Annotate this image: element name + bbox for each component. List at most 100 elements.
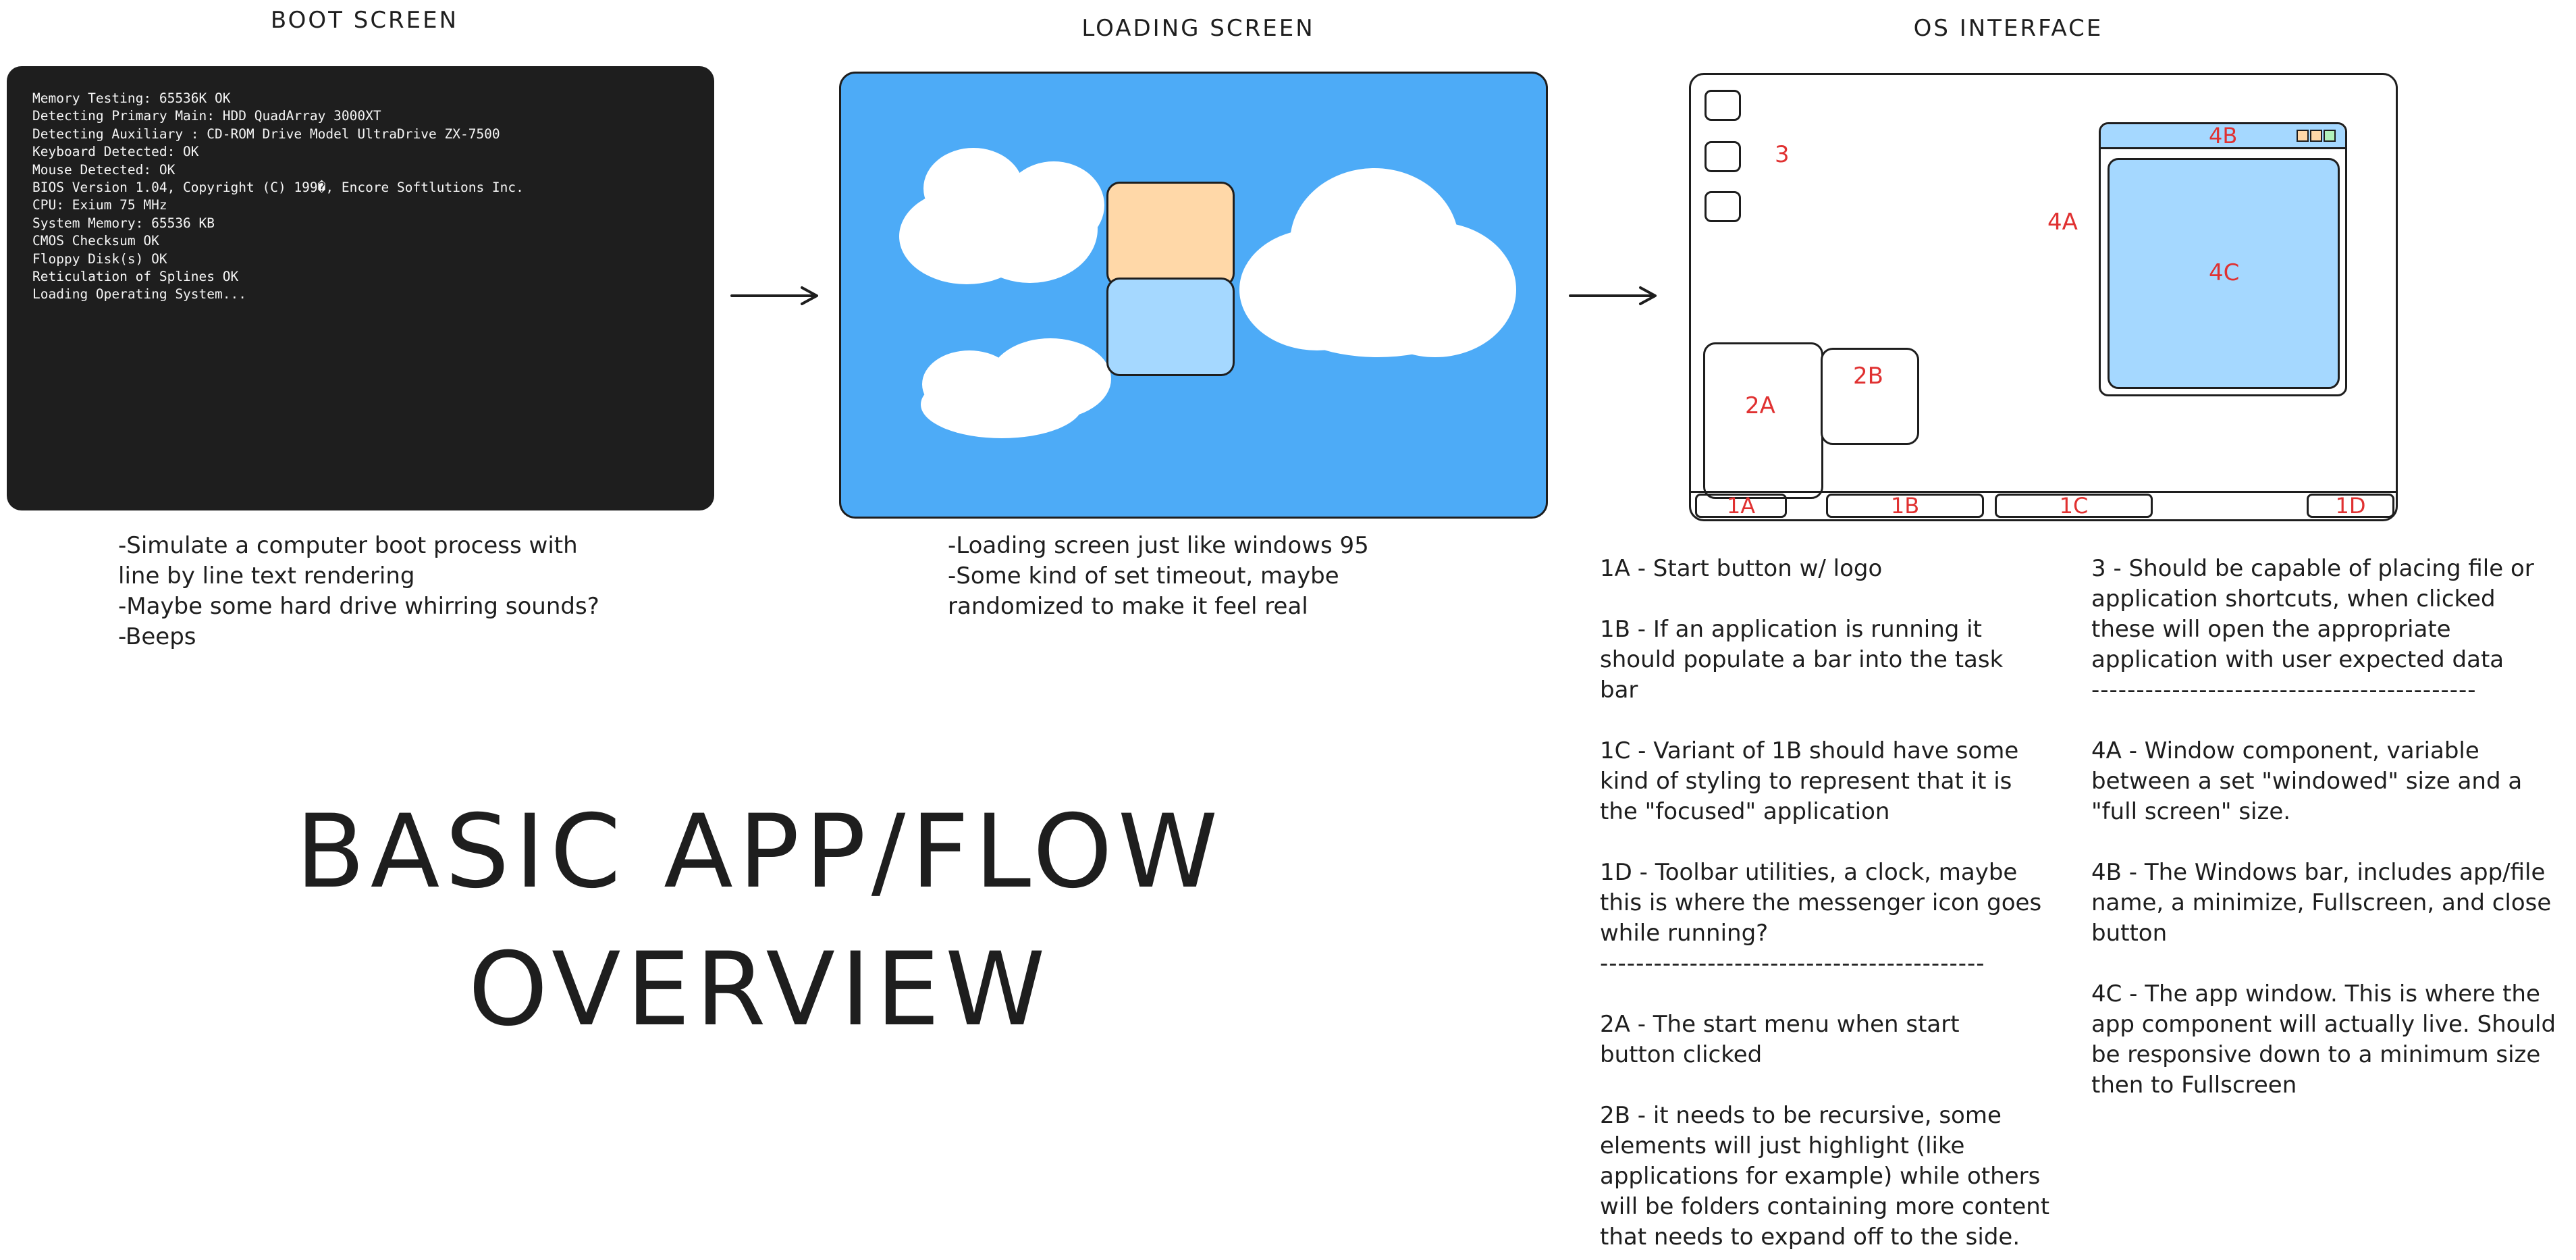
title-line-2: OVERVIEW	[468, 931, 1051, 1049]
description-line: button	[2091, 920, 2168, 947]
boot-log-line: System Memory: 65536 KB	[32, 215, 215, 231]
note-line: -Loading screen just like windows 95	[948, 532, 1369, 559]
boot-log-line: Mouse Detected: OK	[32, 161, 176, 178]
loading-screen-heading: LOADING SCREEN	[1081, 15, 1315, 42]
label-2b: 2B	[1853, 363, 1883, 390]
description-line	[2091, 949, 2572, 979]
boot-log-line: Memory Testing: 65536K OK	[32, 90, 231, 106]
description-line: name, a minimize, Fullscreen, and close	[2091, 889, 2552, 916]
label-4b: 4B	[2209, 123, 2238, 149]
description-line: application shortcuts, when clicked	[2091, 585, 2496, 612]
component-notes-left: 1A - Start button w/ logo 1B - If an app…	[1600, 554, 2086, 1253]
label-4a: 4A	[2047, 209, 2078, 236]
boot-log-line: Floppy Disk(s) OK	[32, 251, 167, 267]
label-4c: 4C	[2209, 259, 2240, 286]
description-line: applications for example) while others	[1600, 1163, 2041, 1190]
description-line: 1C - Variant of 1B should have some	[1600, 737, 2019, 764]
boot-log-line: Detecting Auxiliary : CD-ROM Drive Model…	[32, 126, 500, 142]
page-title: BASIC APP/FLOW OVERVIEW	[203, 783, 1316, 1059]
divider: ----------------------------------------…	[1600, 950, 1985, 977]
description-line: 1A - Start button w/ logo	[1600, 555, 1883, 582]
description-line: app component will actually live. Should	[2091, 1011, 2556, 1038]
description-line	[1600, 827, 2086, 858]
boot-notes: -Simulate a computer boot process with li…	[118, 531, 726, 652]
os-interface-frame: 3 4B 4C 4A 2A 2B 1A 1B 1C 1D	[1689, 73, 2398, 521]
boot-screen-panel	[7, 66, 714, 510]
description-line: then to Fullscreen	[2091, 1072, 2297, 1099]
loading-block-orange	[1106, 182, 1235, 287]
description-line: "full screen" size.	[2091, 798, 2291, 825]
loading-block-blue	[1106, 278, 1235, 376]
description-line: button clicked	[1600, 1041, 1763, 1068]
loading-notes: -Loading screen just like windows 95 -Som…	[948, 531, 1555, 622]
description-line: will be folders containing more content	[1600, 1193, 2050, 1220]
boot-screen-heading: BOOT SCREEN	[270, 7, 459, 34]
note-line: -Beeps	[118, 623, 196, 650]
boot-log-line: Detecting Primary Main: HDD QuadArray 30…	[32, 108, 381, 124]
description-line: this is where the messenger icon goes	[1600, 889, 2042, 916]
note-line: -Maybe some hard drive whirring sounds?	[118, 593, 599, 620]
boot-log-line: CMOS Checksum OK	[32, 233, 159, 249]
note-line: randomized to make it feel real	[948, 593, 1308, 620]
description-line: 1B - If an application is running it	[1600, 616, 1982, 643]
description-line: 4C - The app window. This is where the	[2091, 980, 2540, 1007]
boot-log-line: CPU: Exium 75 MHz	[32, 197, 167, 213]
boot-log-line: BIOS Version 1.04, Copyright (C) 199�, E…	[32, 180, 524, 196]
boot-log-line: Keyboard Detected: OK	[32, 144, 199, 160]
loading-screen-panel	[839, 72, 1548, 519]
desktop-shortcut-icon	[1705, 90, 1741, 121]
description-line: that needs to expand off to the side.	[1600, 1224, 2020, 1251]
taskbar	[1691, 491, 2396, 521]
arrow-right-icon	[730, 286, 818, 305]
app-content-area	[2108, 158, 2340, 389]
description-line: bar	[1600, 677, 1638, 704]
title-line-1: BASIC APP/FLOW	[295, 793, 1224, 911]
desktop-shortcut-icon	[1705, 141, 1741, 172]
label-3: 3	[1775, 141, 1790, 168]
description-line	[1600, 979, 2086, 1009]
note-line: -Simulate a computer boot process with	[118, 532, 578, 559]
desktop-shortcut-icon	[1705, 191, 1741, 222]
description-line	[2091, 706, 2572, 736]
description-line: kind of styling to represent that it is	[1600, 768, 2012, 795]
description-line: elements will just highlight (like	[1600, 1132, 1965, 1159]
boot-log-line: Loading Operating System...	[32, 286, 246, 303]
description-line: 1D - Toolbar utilities, a clock, maybe	[1600, 859, 2018, 886]
taskbar-item[interactable]: 1B	[1826, 494, 1984, 518]
description-line: application with user expected data	[2091, 646, 2504, 673]
description-line: 4A - Window component, variable	[2091, 737, 2479, 764]
os-interface-heading: OS INTERFACE	[1913, 15, 2103, 42]
start-menu	[1703, 342, 1823, 499]
description-line: while running?	[1600, 920, 1769, 947]
boot-log-line: Reticulation of Splines OK	[32, 269, 239, 285]
description-line	[2091, 827, 2572, 858]
description-line: 2A - The start menu when start	[1600, 1011, 1960, 1038]
note-line: line by line text rendering	[118, 562, 415, 589]
window-titlebar	[2101, 124, 2345, 149]
divider: ----------------------------------------…	[2091, 677, 2477, 704]
minimize-icon	[2297, 130, 2309, 142]
description-line	[1600, 1070, 2086, 1101]
description-line: 3 - Should be capable of placing file or	[2091, 555, 2534, 582]
description-line: 2B - it needs to be recursive, some	[1600, 1102, 2002, 1129]
description-line: be responsive down to a minimum size	[2091, 1041, 2541, 1068]
start-submenu	[1821, 348, 1919, 445]
label-2a: 2A	[1745, 392, 1775, 419]
description-line	[1600, 584, 2086, 614]
description-line: 4B - The Windows bar, includes app/file	[2091, 859, 2546, 886]
component-notes-right: 3 - Should be capable of placing file or…	[2091, 554, 2572, 1101]
boot-log: Memory Testing: 65536K OK Detecting Prima…	[32, 90, 524, 304]
start-button[interactable]: 1A	[1695, 494, 1787, 518]
system-tray[interactable]: 1D	[2307, 494, 2394, 518]
window-component: 4B 4C	[2099, 122, 2347, 396]
description-line: should populate a bar into the task	[1600, 646, 2004, 673]
description-line: the "focused" application	[1600, 798, 1890, 825]
fullscreen-icon	[2310, 130, 2322, 142]
close-icon	[2324, 130, 2336, 142]
taskbar-item-focused[interactable]: 1C	[1995, 494, 2153, 518]
description-line: these will open the appropriate	[2091, 616, 2451, 643]
description-line	[1600, 706, 2086, 736]
note-line: -Some kind of set timeout, maybe	[948, 562, 1339, 589]
arrow-right-icon	[1569, 286, 1657, 305]
description-line: between a set "windowed" size and a	[2091, 768, 2523, 795]
